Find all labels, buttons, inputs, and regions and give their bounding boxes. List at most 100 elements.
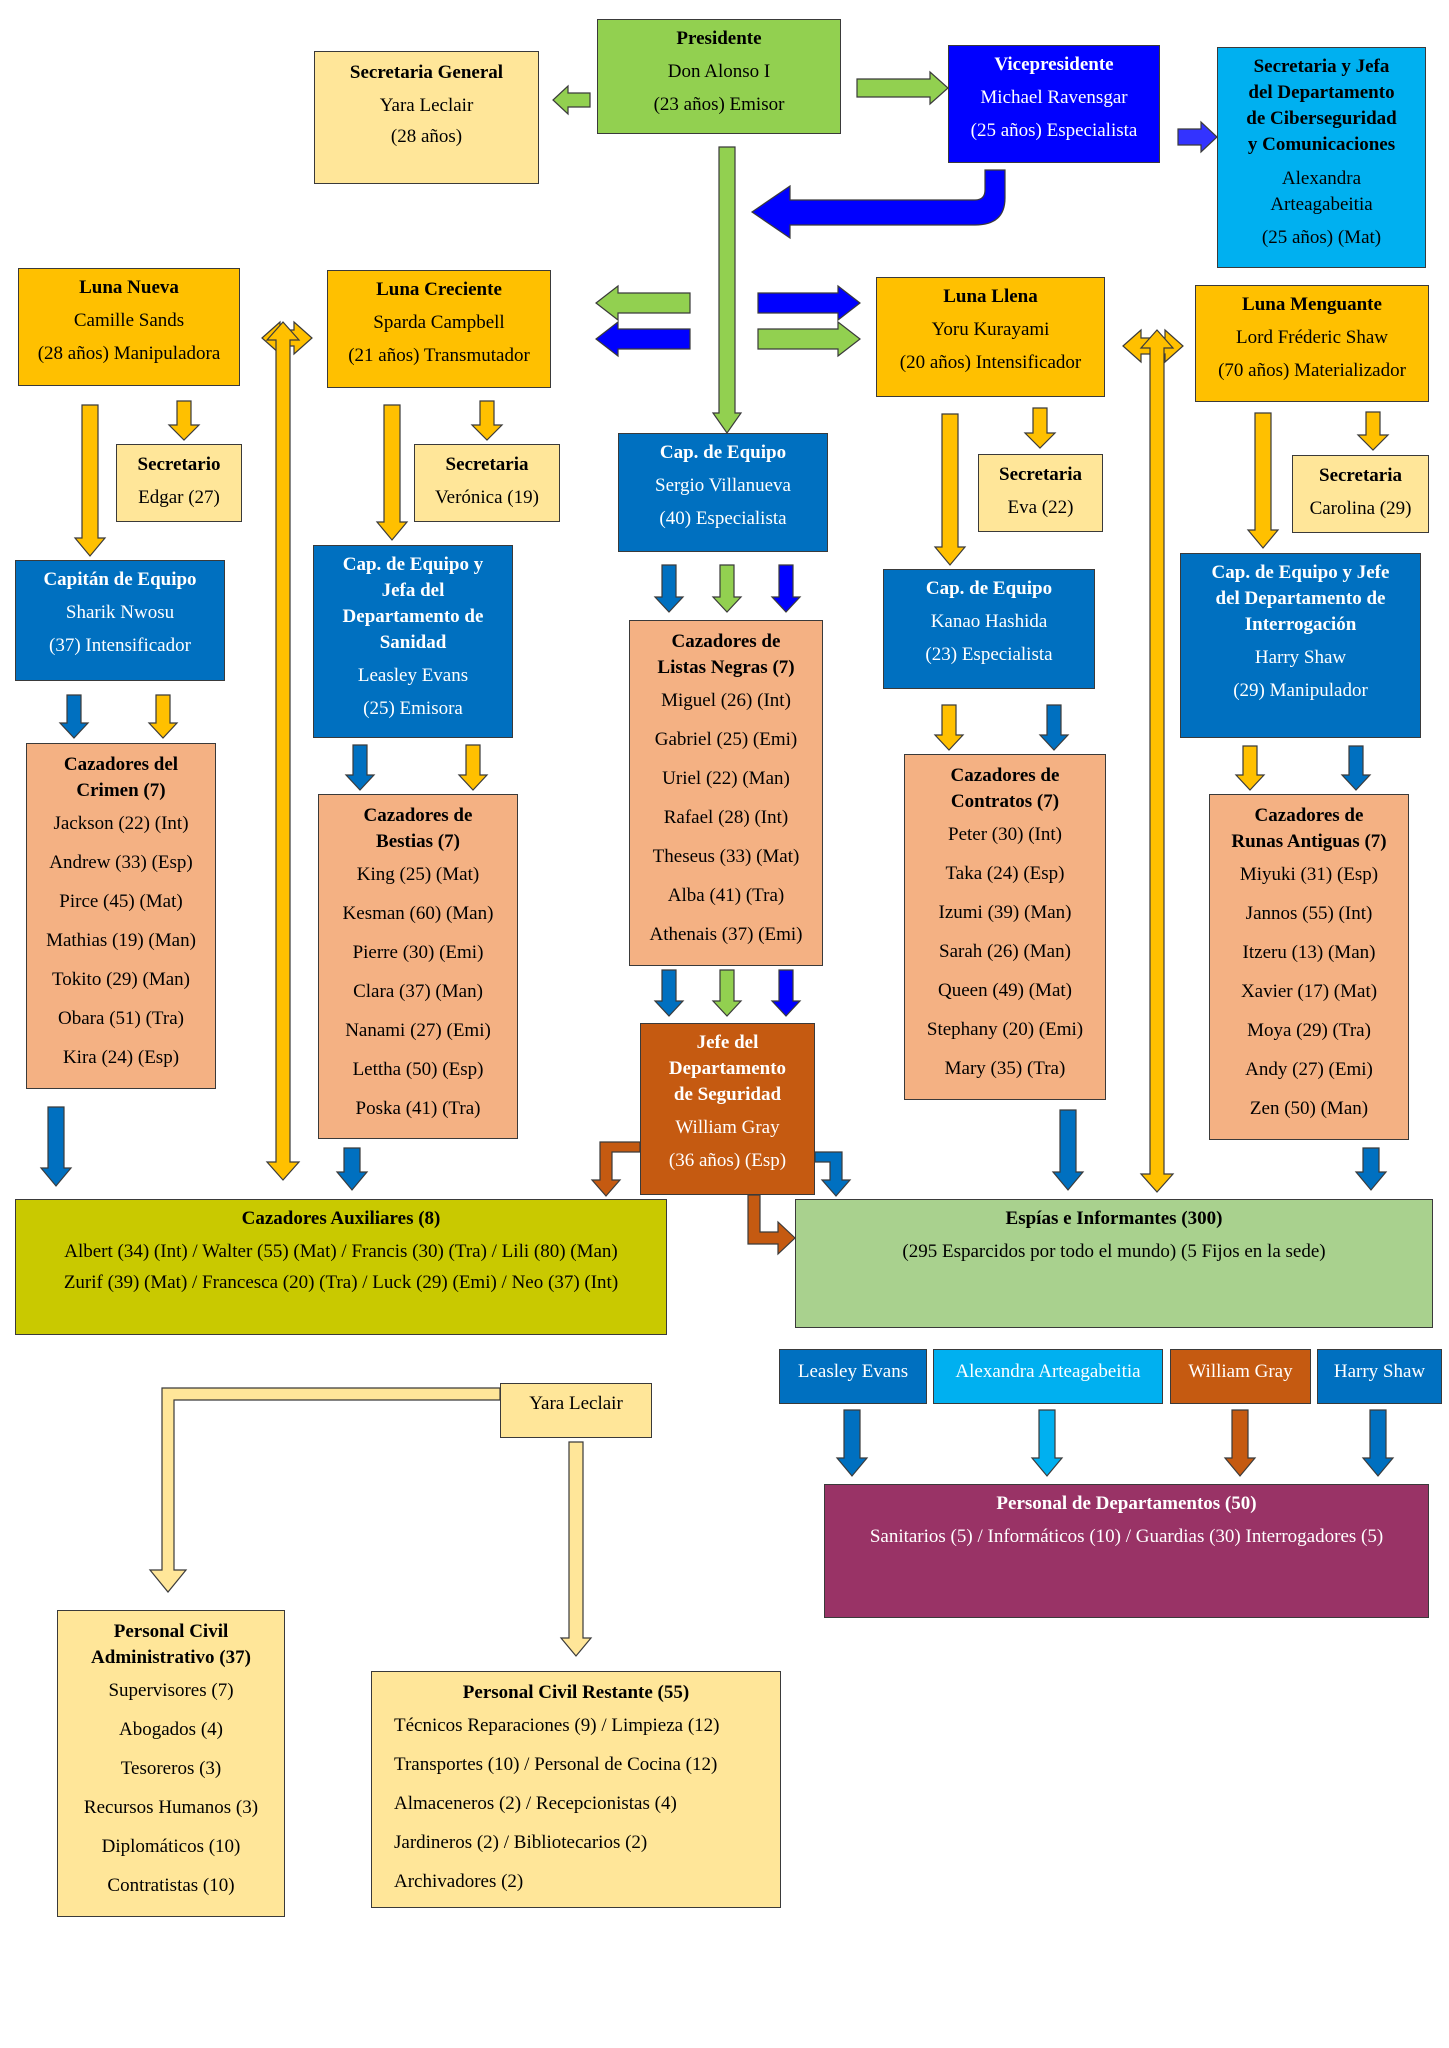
- cap-sharik-box: Capitán de Equipo Sharik Nwosu (37) Inte…: [15, 560, 225, 681]
- down-arrow: [147, 694, 179, 739]
- cazadores-crimen-box: Cazadores del Crimen (7) Jackson (22) (I…: [26, 743, 216, 1089]
- secretario-edgar-name: Edgar (27): [138, 487, 220, 508]
- down-arrow: [375, 404, 409, 541]
- down-arrow: [711, 969, 743, 1017]
- jefe-seguridad-title: Jefe del Departamento de Seguridad: [668, 1032, 787, 1105]
- down-arrow: [470, 400, 504, 441]
- cap-leasley-box: Cap. de Equipo y Jefa del Departamento d…: [313, 545, 513, 738]
- cap-kanao-title: Cap. de Equipo: [925, 578, 1053, 599]
- cazadores-contratos-title: Cazadores de Contratos (7): [950, 765, 1060, 812]
- list-item: Andy (27) (Emi): [1245, 1059, 1373, 1080]
- cap-harry-box: Cap. de Equipo y Jefe del Departamento d…: [1180, 553, 1421, 738]
- list-item: Jackson (22) (Int): [53, 813, 189, 834]
- list-item: Diplomáticos (10): [101, 1836, 241, 1857]
- list-item: Poska (41) (Tra): [355, 1098, 481, 1119]
- down-arrow: [770, 564, 802, 613]
- down-arrow: [457, 744, 489, 791]
- vicepresidente-title: Vicepresidente: [994, 54, 1114, 75]
- espias-line1: (295 Esparcidos por todo el mundo) (5 Fi…: [902, 1241, 1326, 1262]
- cazadores-bestias-title: Cazadores de Bestias (7): [363, 805, 473, 852]
- list-item: Queen (49) (Mat): [937, 980, 1072, 1001]
- down-arrow: [1223, 1409, 1257, 1477]
- secretaria-eva-name: Eva (22): [1007, 497, 1074, 518]
- secretario-edgar-box: Secretario Edgar (27): [116, 444, 242, 522]
- down-arrow: [73, 404, 107, 557]
- luna-menguante-title: Luna Menguante: [1242, 294, 1382, 315]
- jefe-seguridad-info: (36 años) (Esp): [668, 1150, 787, 1171]
- down-arrow: [1361, 1409, 1395, 1477]
- cap-harry-name: Harry Shaw: [1254, 647, 1347, 668]
- secretaria-veronica-box: Secretaria Verónica (19): [414, 444, 560, 522]
- cap-sharik-info: (37) Intensificador: [49, 635, 191, 656]
- right-arrow: [1177, 120, 1218, 154]
- cap-sergio-title: Cap. de Equipo: [659, 442, 787, 463]
- down-arrow: [1023, 407, 1057, 449]
- cazadores-runas-title: Cazadores de Runas Antiguas (7): [1231, 805, 1387, 852]
- espias-title: Espías e Informantes (300): [1005, 1208, 1223, 1229]
- list-item: Miguel (26) (Int): [661, 690, 791, 711]
- down-arrow: [653, 969, 685, 1017]
- jefe-seguridad-name: William Gray: [675, 1117, 780, 1138]
- secretaria-general-title: Secretaria General: [349, 62, 504, 83]
- list-item: Obara (51) (Tra): [58, 1008, 184, 1029]
- cazadores-crimen-title: Cazadores del Crimen (7): [63, 754, 179, 801]
- down-arrow: [344, 744, 376, 791]
- elbow-arrow: [747, 1194, 796, 1256]
- down-arrow: [559, 1441, 593, 1657]
- yara-leclair-small-box: Yara Leclair: [500, 1383, 652, 1438]
- list-item: Recursos Humanos (3): [83, 1797, 259, 1818]
- right-arrow: [856, 70, 949, 106]
- double-arrow: [265, 321, 301, 1181]
- down-arrow: [1354, 1147, 1388, 1191]
- espias-box: Espías e Informantes (300) (295 Esparcid…: [795, 1199, 1433, 1328]
- luna-llena-info: (20 años) Intensificador: [899, 352, 1082, 373]
- cazadores-auxiliares-title: Cazadores Auxiliares (8): [241, 1208, 441, 1229]
- secretaria-general-info: (28 años): [390, 126, 463, 147]
- ciberseguridad-name: Alexandra Arteagabeitia: [1270, 168, 1373, 215]
- personal-departamentos-box: Personal de Departamentos (50) Sanitario…: [824, 1484, 1429, 1618]
- presidente-title: Presidente: [676, 28, 762, 49]
- jefe-seguridad-box: Jefe del Departamento de Seguridad Willi…: [640, 1023, 815, 1195]
- left-arrow: [595, 284, 691, 322]
- list-item: Alba (41) (Tra): [667, 885, 785, 906]
- down-arrow: [770, 969, 802, 1017]
- luna-nueva-info: (28 años) Manipuladora: [37, 343, 221, 364]
- secretaria-veronica-name: Verónica (19): [435, 487, 539, 508]
- down-arrow: [167, 400, 201, 441]
- cazadores-contratos-box: Cazadores de Contratos (7) Peter (30) (I…: [904, 754, 1106, 1100]
- cazadores-listas-title: Cazadores de Listas Negras (7): [657, 631, 795, 678]
- cazadores-auxiliares-box: Cazadores Auxiliares (8) Albert (34) (In…: [15, 1199, 667, 1335]
- down-arrow: [1038, 704, 1070, 751]
- left-arrow: [552, 84, 591, 116]
- list-item: Pierre (30) (Emi): [352, 942, 484, 963]
- luna-creciente-info: (21 años) Transmutador: [348, 345, 530, 366]
- list-item: Supervisores (7): [108, 1680, 234, 1701]
- down-arrow: [1234, 745, 1266, 791]
- down-arrow: [933, 413, 967, 566]
- down-arrow: [835, 1409, 869, 1477]
- ciberseguridad-info: (25 años) (Mat): [1261, 227, 1382, 248]
- list-item: Kira (24) (Esp): [62, 1047, 180, 1068]
- dept-head-harry: Harry Shaw: [1317, 1349, 1442, 1404]
- list-item: Almaceneros (2) / Recepcionistas (4): [394, 1793, 677, 1814]
- list-item: Clara (37) (Man): [353, 981, 483, 1002]
- cap-harry-title: Cap. de Equipo y Jefe del Departamento d…: [1211, 562, 1390, 635]
- list-item: Tesoreros (3): [120, 1758, 222, 1779]
- list-item: Archivadores (2): [394, 1871, 524, 1892]
- personal-departamentos-title: Personal de Departamentos (50): [996, 1493, 1257, 1514]
- cap-sergio-info: (40) Especialista: [659, 508, 787, 529]
- cap-kanao-name: Kanao Hashida: [930, 611, 1048, 632]
- civil-admin-title: Personal Civil Administrativo (37): [91, 1621, 251, 1668]
- list-item: Peter (30) (Int): [948, 824, 1062, 845]
- cap-leasley-title: Cap. de Equipo y Jefa del Departamento d…: [342, 554, 484, 653]
- down-arrow: [1030, 1409, 1064, 1477]
- ciberseguridad-box: Secretaria y Jefa del Departamento de Ci…: [1217, 47, 1426, 268]
- civil-restante-title: Personal Civil Restante (55): [462, 1682, 690, 1703]
- secretaria-general-box: Secretaria General Yara Leclair (28 años…: [314, 51, 539, 184]
- list-item: Pirce (45) (Mat): [59, 891, 183, 912]
- list-item: Zen (50) (Man): [1249, 1098, 1369, 1119]
- dept-head-alexandra: Alexandra Arteagabeitia: [933, 1349, 1163, 1404]
- cap-sergio-box: Cap. de Equipo Sergio Villanueva (40) Es…: [618, 433, 828, 552]
- presidente-box: Presidente Don Alonso I (23 años) Emisor: [597, 19, 841, 134]
- cap-harry-info: (29) Manipulador: [1233, 680, 1368, 701]
